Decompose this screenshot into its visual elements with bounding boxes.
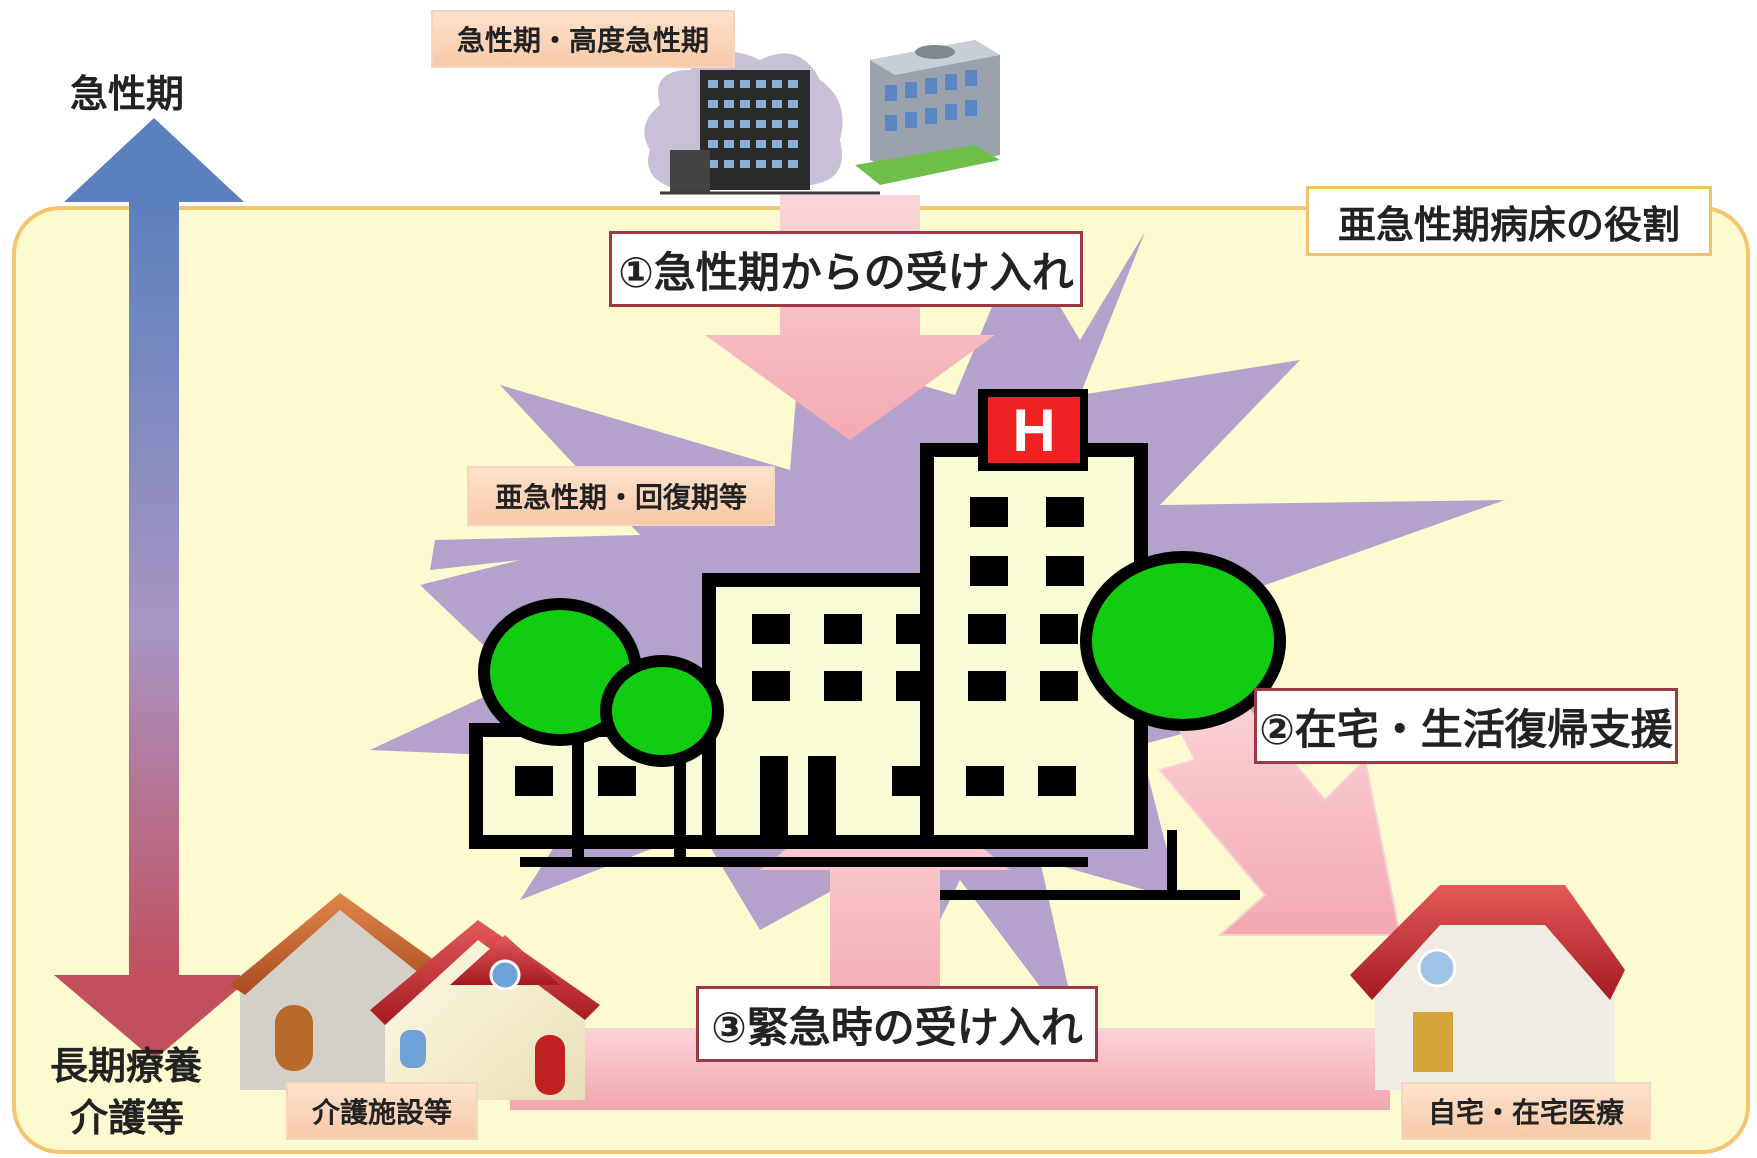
hospital-sign: [988, 397, 1080, 463]
step2-label: ②在宅・生活復帰支援: [1254, 688, 1678, 764]
label-care-facility: 介護施設等: [286, 1082, 478, 1140]
hospital-ground-lines: [520, 830, 1240, 900]
trees: [478, 551, 1286, 862]
arrow-from-acute: [705, 195, 995, 440]
region-title: 亜急性期病床の役割: [1306, 186, 1712, 256]
step1-label: ①急性期からの受け入れ: [609, 231, 1083, 307]
label-acute-facility: 急性期・高度急性期: [431, 10, 735, 68]
axis-label-longterm: 長期療養: [49, 1044, 202, 1088]
hospital-sign-letter: H: [1012, 396, 1056, 464]
step3-label: ③緊急時の受け入れ: [696, 986, 1098, 1062]
care-facility-houses: [230, 893, 600, 1100]
acute-hospital-buildings: [644, 40, 1000, 195]
acuity-axis-arrow: [54, 118, 254, 1060]
axis-label-care: 介護等: [69, 1096, 184, 1140]
axis-label-acute: 急性期: [69, 72, 184, 116]
label-subacute-facility: 亜急性期・回復期等: [467, 466, 775, 526]
home-house: [1350, 885, 1625, 1090]
label-home-care: 自宅・在宅医療: [1401, 1082, 1651, 1140]
hospital-windows: [515, 497, 1084, 842]
